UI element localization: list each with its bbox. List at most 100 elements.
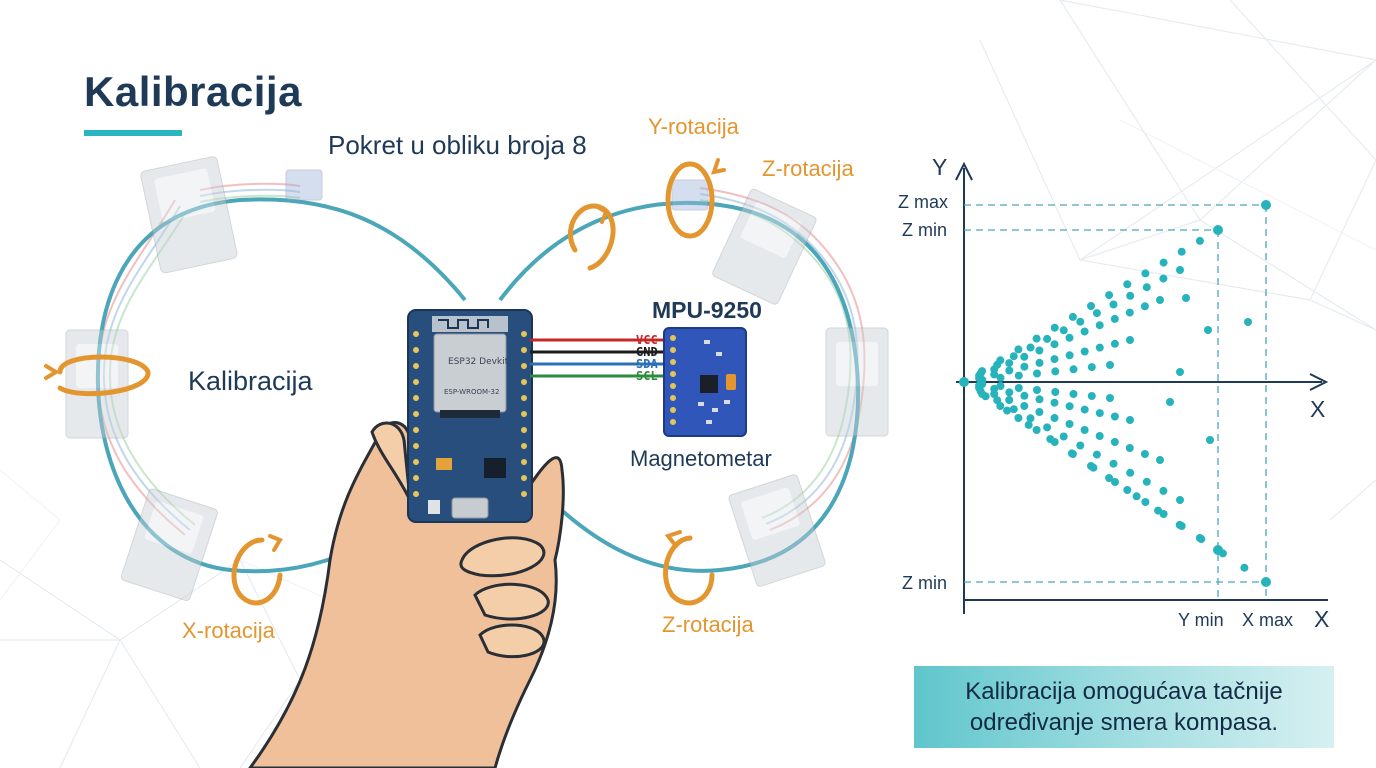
scatter-dot xyxy=(1095,343,1104,352)
scatter-dot xyxy=(1092,450,1101,459)
scatter-dot xyxy=(1213,545,1223,555)
note-line-2: određivanje smera kompasa. xyxy=(969,709,1279,736)
scatter-dot xyxy=(1035,358,1044,367)
scatter-dots xyxy=(959,200,1271,587)
scatter-dot xyxy=(1244,318,1252,326)
scatter-dot xyxy=(1065,351,1074,360)
note-line-1: Kalibracija omogućava tačnije xyxy=(965,678,1283,705)
scatter-dot xyxy=(1026,414,1035,423)
scatter-dot xyxy=(1080,426,1089,434)
scatter-dot xyxy=(1176,368,1184,376)
scatter-dot xyxy=(1126,468,1135,477)
scatter-dot xyxy=(1069,365,1078,374)
scatter-dot xyxy=(1065,420,1074,428)
scatter-dot xyxy=(1020,391,1029,400)
scatter-dot xyxy=(1110,314,1119,323)
scatter-dot xyxy=(1050,340,1059,349)
page-title: Kalibracija xyxy=(84,68,302,115)
scatter-dot xyxy=(1109,459,1118,468)
rotation-arrows xyxy=(44,158,726,606)
scatter-dot xyxy=(1156,296,1164,304)
scatter-dot xyxy=(1076,317,1085,326)
scatter-dot xyxy=(1087,392,1096,400)
esp32-board xyxy=(407,309,533,523)
scatter-dot xyxy=(1043,423,1052,432)
x-max-label: X max xyxy=(1242,610,1294,630)
scatter-dot xyxy=(1177,247,1186,256)
chip-text-line2: ESP-WROOM-32 xyxy=(444,388,499,396)
scatter-dot xyxy=(1154,506,1163,515)
pin-label-vcc: VCC xyxy=(636,333,658,347)
calibration-scatter-plot xyxy=(955,161,1329,614)
scatter-dot xyxy=(1080,347,1089,356)
rotation-arrow-icon xyxy=(231,537,283,606)
scatter-dot xyxy=(1110,438,1119,446)
scatter-dot xyxy=(1005,396,1014,404)
scatter-dot xyxy=(1051,367,1060,376)
y-min-label: Y min xyxy=(1178,610,1224,630)
scatter-dot xyxy=(1123,280,1132,289)
scatter-dot xyxy=(959,377,969,387)
title-underline xyxy=(84,130,182,136)
scatter-dot xyxy=(1067,449,1076,458)
scatter-dot xyxy=(1106,394,1114,402)
chip-text-line1: ESP32 Devkit xyxy=(448,357,509,367)
scatter-dot xyxy=(1014,371,1023,380)
mpu9250-board xyxy=(663,327,747,437)
scatter-dot xyxy=(1035,346,1044,355)
scatter-dot xyxy=(1197,535,1206,544)
scatter-dot xyxy=(1141,269,1150,278)
scatter-dot xyxy=(1111,478,1119,486)
scatter-dot xyxy=(1142,283,1151,292)
scatter-dot xyxy=(1059,432,1068,441)
scatter-dot xyxy=(1261,200,1271,210)
scatter-dot xyxy=(1159,486,1168,495)
x-axis-arrow-icon xyxy=(1309,373,1329,391)
z-max-label: Z max xyxy=(898,192,949,212)
scatter-dot xyxy=(1132,492,1141,501)
scatter-dot xyxy=(1204,326,1212,334)
sensor-wires xyxy=(530,338,672,378)
scatter-dot xyxy=(1125,444,1134,452)
scatter-dot xyxy=(1014,345,1023,354)
scatter-dot xyxy=(990,370,999,379)
scatter-dot xyxy=(1089,463,1098,472)
scatter-dot xyxy=(1095,432,1104,440)
scatter-dot xyxy=(1046,435,1055,444)
scatter-dot xyxy=(1065,402,1074,411)
loop-label: Kalibracija xyxy=(188,366,313,396)
scatter-dot xyxy=(1182,294,1190,302)
scatter-dot xyxy=(1065,333,1074,342)
scatter-dot xyxy=(1195,236,1204,245)
x-rotation-label: X-rotacija xyxy=(182,618,275,643)
scatter-dot xyxy=(1159,258,1168,267)
guide-lines xyxy=(964,204,1267,600)
scatter-dot xyxy=(1142,477,1151,486)
x-axis-label-right: X xyxy=(1310,396,1326,422)
scatter-dot xyxy=(1080,405,1089,414)
pin-label-gnd: GND xyxy=(636,345,658,359)
scatter-dot xyxy=(1059,326,1068,335)
scatter-dot xyxy=(1092,309,1101,318)
scatter-dot xyxy=(1020,402,1029,410)
scatter-dot xyxy=(1206,436,1214,444)
rotation-arrow-icon xyxy=(57,354,151,397)
scatter-dot xyxy=(1043,334,1052,343)
scatter-dot xyxy=(1156,456,1164,464)
scatter-dot xyxy=(1140,302,1149,311)
scatter-dot xyxy=(1159,274,1168,283)
scatter-dot xyxy=(1175,520,1184,529)
scatter-dot xyxy=(978,380,987,388)
figure-eight-diagram: ESP32 Devkit ESP-WROOM-32 VCC GND SDA SC… xyxy=(44,156,889,768)
scatter-dot xyxy=(1068,312,1077,321)
scatter-dot xyxy=(1020,352,1029,361)
calibration-note: Kalibracija omogućava tačnije određivanj… xyxy=(914,666,1334,748)
scatter-dot xyxy=(1020,362,1029,371)
scatter-dot xyxy=(1106,361,1114,369)
scatter-dot xyxy=(1014,414,1023,422)
scatter-dot xyxy=(1123,486,1132,494)
scatter-dot xyxy=(1087,302,1095,310)
scatter-dot xyxy=(1050,323,1059,332)
rotation-arrow-icon xyxy=(665,161,715,239)
